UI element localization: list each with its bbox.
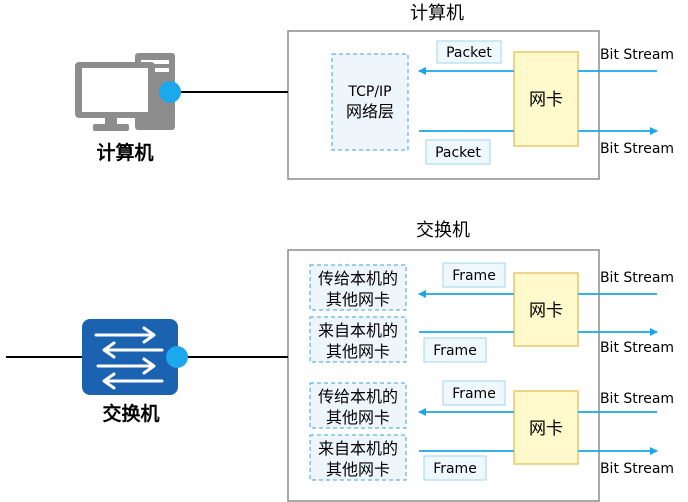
switch-nic-1-frame-in-label: Frame [452,268,496,284]
computer-icon [75,53,175,131]
switch-icon [82,319,178,395]
switch-nic-2-bitstream-out-label: Bit Stream [600,461,674,477]
switch-nic-2-frame-out-box [423,455,487,481]
computer-box-title: 计算机 [410,3,464,24]
computer-packet-out-box [425,139,491,165]
switch-nic-2-label: 网卡 [529,419,563,439]
switch-nic-2-to-other-box [309,382,407,429]
switch-nic-2-box [513,390,579,465]
switch-box-title: 交换机 [416,220,470,241]
switch-nic-group-1: 传给本机的 其他网卡 来自本机的 其他网卡 网卡 Frame Frame Bit… [309,262,674,363]
computer-nic-box [513,51,579,147]
switch-nic-2-from-other-box [309,434,407,481]
switch-nic-1-frame-out-box [423,337,487,363]
tcpip-layer-box [331,53,409,151]
computer-nic-label: 网卡 [529,90,563,110]
network-layer-label: 网络层 [346,102,394,121]
switch-nic-1-label: 网卡 [529,301,563,321]
computer-packet-in-box [436,40,502,64]
switch-nic-1-frame-in-box [442,262,506,288]
computer-port-dot [159,81,181,103]
switch-nic-2-to-other-line1: 传给本机的 [318,387,398,406]
switch-port-dot [166,346,188,368]
computer-device-label: 计算机 [96,141,153,164]
switch-nic-2-from-other-line1: 来自本机的 [318,439,398,458]
switch-nic-1-box [513,272,579,347]
switch-device-label: 交换机 [102,402,159,425]
switch-nic-2-from-other-line2: 其他网卡 [326,460,390,479]
switch-nic-1-to-other-line1: 传给本机的 [318,269,398,288]
switch-nic-2-to-other-line2: 其他网卡 [326,408,390,427]
computer-packet-in-label: Packet [446,45,492,61]
tcpip-label: TCP/IP [347,84,391,100]
computer-packet-out-label: Packet [435,145,481,161]
switch-nic-2-frame-out-label: Frame [433,461,477,477]
computer-bitstream-out-label: Bit Stream [600,141,674,157]
computer-bitstream-in-label: Bit Stream [600,47,674,63]
switch-nic-1-from-other-line1: 来自本机的 [318,321,398,340]
switch-nic-1-from-other-line2: 其他网卡 [326,342,390,361]
switch-nic-group-2: 传给本机的 其他网卡 来自本机的 其他网卡 网卡 Frame Frame Bit… [309,380,674,481]
switch-nic-2-frame-in-box [442,380,506,406]
switch-nic-1-to-other-box [309,264,407,311]
switch-nic-1-from-other-box [309,316,407,363]
switch-nic-1-bitstream-out-label: Bit Stream [600,340,674,356]
switch-nic-2-bitstream-in-label: Bit Stream [600,391,674,407]
switch-nic-1-bitstream-in-label: Bit Stream [600,270,674,286]
switch-nic-2-frame-in-label: Frame [452,386,496,402]
switch-nic-1-to-other-line2: 其他网卡 [326,290,390,309]
switch-nic-1-frame-out-label: Frame [433,343,477,359]
